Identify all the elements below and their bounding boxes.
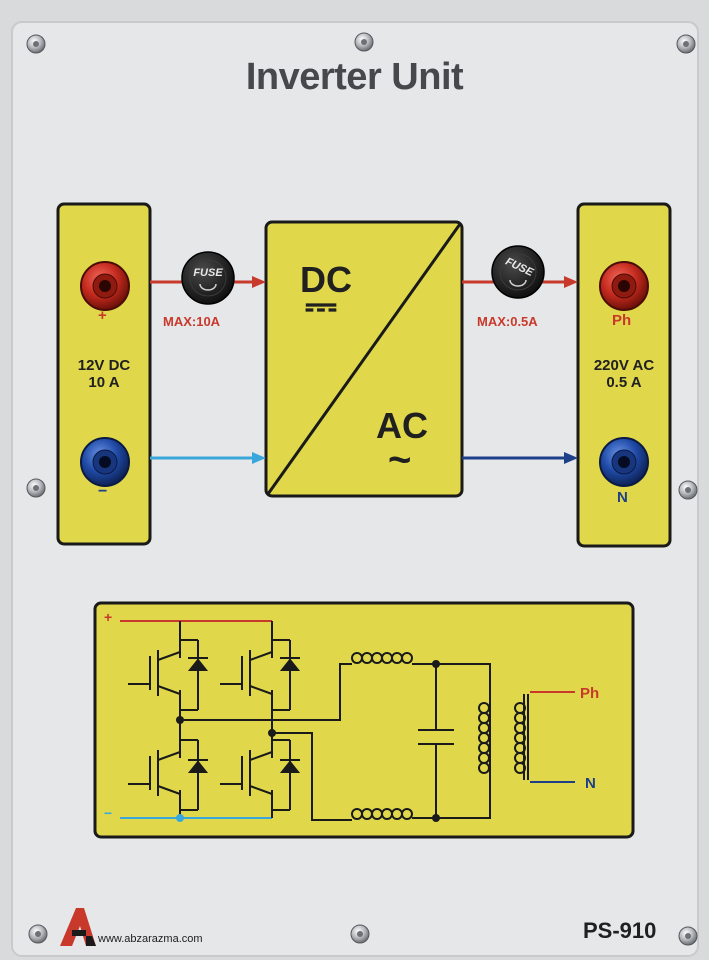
screw-icon: [28, 924, 48, 944]
ac-label: AC: [376, 405, 428, 446]
abzarazma-logo-icon: [60, 908, 96, 946]
ac-symbol-icon: ~: [388, 438, 412, 482]
input-rating-current: 10 A: [88, 374, 120, 391]
converter-diagonal: [266, 223, 462, 495]
diode-icon: [279, 658, 301, 671]
dc-label: DC: [300, 259, 352, 300]
diode-icon: [279, 760, 301, 773]
diode-icon: [187, 760, 209, 773]
input-fuse-text: FUSE: [193, 267, 223, 279]
screw-icon: [26, 478, 46, 498]
diode-icon: [187, 658, 209, 671]
schematic-minus-label: −: [104, 805, 113, 821]
input-negative-terminal[interactable]: [80, 437, 130, 487]
input-positive-terminal[interactable]: [80, 261, 130, 311]
screw-icon: [26, 34, 46, 54]
arrow-icon: [564, 276, 578, 288]
output-neutral-label: N: [617, 489, 628, 506]
input-rating-voltage: 12V DC: [77, 357, 131, 374]
input-positive-sign: +: [98, 307, 107, 324]
input-rating: 12V DC 10 A: [58, 357, 150, 391]
input-fuse-holder[interactable]: FUSE: [181, 251, 235, 305]
inductor-icon: [351, 652, 413, 664]
output-phase-terminal[interactable]: [599, 261, 649, 311]
output-fuse-max-label: MAX:0.5A: [477, 314, 538, 329]
output-rating: 220V AC 0.5 A: [578, 357, 670, 391]
schematic-n-label: N: [585, 775, 596, 792]
input-fuse-max-label: MAX:10A: [163, 314, 221, 329]
transformer-primary-icon: [478, 702, 490, 774]
screw-icon: [354, 32, 374, 52]
schematic-plus-label: +: [104, 609, 113, 625]
output-fuse-holder[interactable]: FUSE: [491, 245, 545, 299]
output-rating-current: 0.5 A: [606, 374, 642, 391]
schematic-box: [93, 601, 635, 839]
screw-icon: [350, 924, 370, 944]
schematic-ph-label: Ph: [580, 685, 600, 702]
inductor-icon: [351, 808, 413, 820]
input-negative-sign: −: [98, 483, 108, 500]
dc-symbol-icon: ⎓: [305, 284, 337, 328]
panel-title: Inverter Unit: [245, 56, 464, 98]
arrow-icon: [252, 452, 266, 464]
output-phase-label: Ph: [612, 312, 632, 329]
output-rating-voltage: 220V AC: [593, 357, 655, 374]
arrow-icon: [252, 276, 266, 288]
screw-icon: [678, 926, 698, 946]
arrow-icon: [564, 452, 578, 464]
screw-icon: [678, 480, 698, 500]
output-neutral-terminal[interactable]: [599, 437, 649, 487]
inverter-schematic: [120, 620, 575, 821]
website-label: www.abzarazma.com: [98, 933, 203, 945]
model-number: PS-910: [583, 918, 657, 943]
screw-icon: [676, 34, 696, 54]
transformer-secondary-icon: [514, 702, 526, 774]
